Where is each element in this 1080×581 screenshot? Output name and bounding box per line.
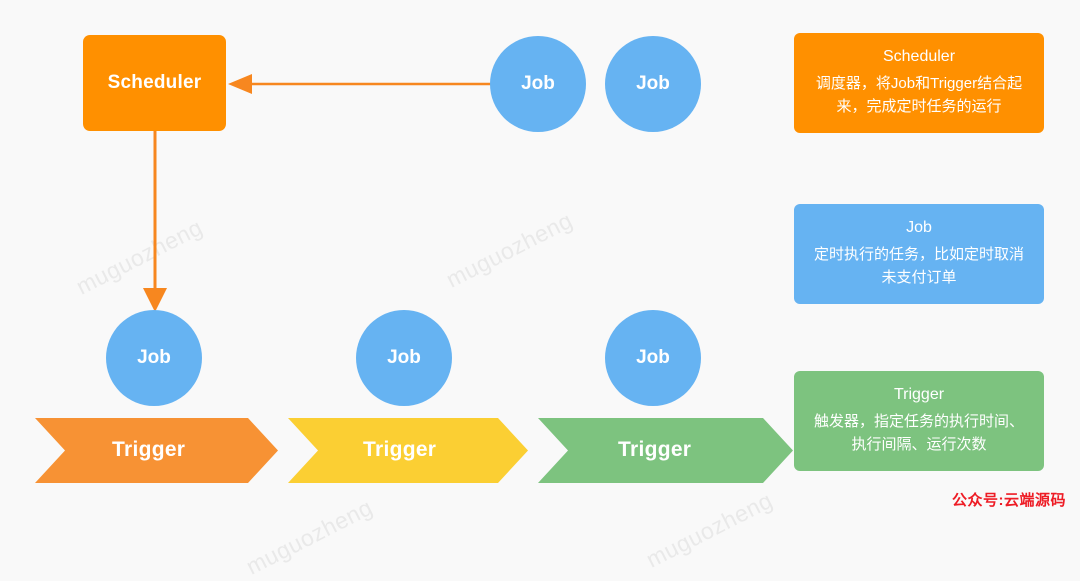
diagram-canvas: muguozheng muguozheng muguozheng muguozh… (35, 33, 1066, 580)
job-node-label: Job (636, 73, 670, 94)
job-node-label: Job (636, 347, 670, 368)
job-node-bottom-3[interactable]: Job (605, 310, 701, 406)
legend-title: Trigger (893, 386, 945, 403)
job-node-label: Job (521, 73, 555, 94)
trigger-chevron-3[interactable] (538, 418, 793, 483)
legend-card-job: Job 定时执行的任务，比如定时取消未支付订单 (794, 204, 1044, 304)
trigger-chevron-1[interactable] (35, 418, 278, 483)
job-node-bottom-1[interactable]: Job (106, 310, 202, 406)
scheduler-node-label: Scheduler (107, 72, 202, 93)
legend-description: 调度器，将Job和Trigger结合起来，完成定时任务的运行 (815, 75, 1023, 116)
job-node-label: Job (137, 347, 171, 368)
scheduler-node[interactable]: Scheduler (83, 35, 226, 131)
legend-description: 触发器，指定任务的执行时间、执行间隔、运行次数 (813, 413, 1024, 454)
job-node-top-2[interactable]: Job (605, 36, 701, 132)
job-node-top-1[interactable]: Job (490, 36, 586, 132)
legend-title: Job (906, 219, 932, 236)
legend-title: Scheduler (882, 48, 956, 65)
legend-card-scheduler: Scheduler 调度器，将Job和Trigger结合起来，完成定时任务的运行 (794, 33, 1044, 133)
legend-description: 定时执行的任务，比如定时取消未支付订单 (813, 246, 1024, 287)
trigger-label-3: Trigger (618, 438, 692, 461)
trigger-chevron-2[interactable] (288, 418, 528, 483)
job-node-bottom-2[interactable]: Job (356, 310, 452, 406)
trigger-chevrons (35, 418, 793, 483)
job-node-label: Job (387, 347, 421, 368)
legend-card-trigger: Trigger 触发器，指定任务的执行时间、执行间隔、运行次数 (794, 371, 1044, 471)
credit-text: 公众号:云端源码 (952, 492, 1066, 509)
trigger-label-1: Trigger (112, 438, 186, 461)
trigger-label-2: Trigger (363, 438, 437, 461)
